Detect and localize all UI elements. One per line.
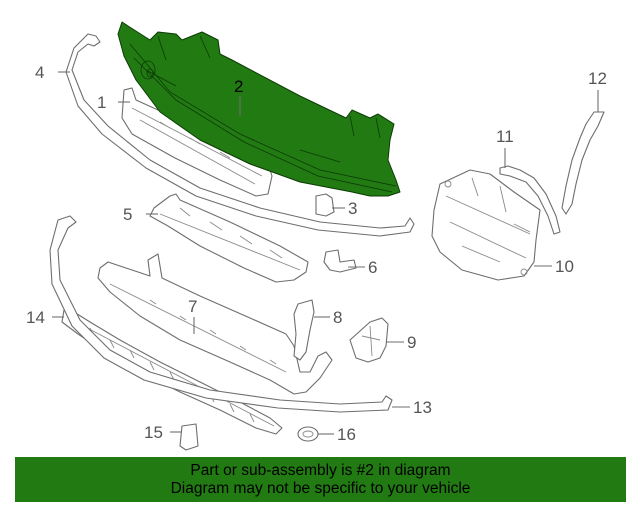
banner-line-2: Diagram may not be specific to your vehi… bbox=[170, 479, 471, 497]
part-5-deflector bbox=[149, 193, 309, 283]
part-10-bracket-assembly bbox=[431, 169, 541, 281]
part-2-shadow-lines bbox=[129, 35, 397, 193]
callout-14: 14 bbox=[26, 308, 45, 327]
part-6-bracket bbox=[323, 249, 357, 273]
callout-9: 9 bbox=[407, 333, 416, 352]
notice-banner: Part or sub-assembly is #2 in diagram Di… bbox=[15, 457, 626, 502]
callout-7: 7 bbox=[188, 297, 197, 316]
part-2-body bbox=[117, 21, 401, 197]
part-3-clip bbox=[315, 193, 335, 217]
part-16-grommet bbox=[297, 426, 319, 442]
part-11-strip bbox=[499, 165, 561, 235]
callout-16: 16 bbox=[337, 425, 356, 444]
leader-lines bbox=[52, 71, 599, 435]
part-4-upper-trim-strip bbox=[65, 33, 415, 237]
callout-15: 15 bbox=[144, 423, 163, 442]
callout-12: 12 bbox=[588, 69, 607, 88]
parts-diagram: 4 1 2 3 5 6 7 8 9 10 11 12 13 14 15 16 bbox=[26, 21, 607, 451]
part-15-clip bbox=[179, 423, 199, 451]
part-2-bumper-reinforcement bbox=[117, 21, 401, 197]
part-13-lower-trim bbox=[49, 215, 393, 413]
callout-1: 1 bbox=[97, 93, 106, 112]
banner-line-1: Part or sub-assembly is #2 in diagram bbox=[190, 461, 451, 479]
part-12-side-strip bbox=[561, 111, 605, 215]
callout-labels: 4 1 2 3 5 6 7 8 9 10 11 12 13 14 15 16 bbox=[26, 63, 607, 444]
part-9-side-bracket bbox=[349, 317, 389, 363]
callout-11: 11 bbox=[496, 127, 514, 146]
part-7-lower-support bbox=[97, 253, 333, 395]
callout-13: 13 bbox=[413, 398, 432, 417]
part-8-vertical-bracket bbox=[293, 299, 315, 361]
callout-4: 4 bbox=[35, 63, 44, 82]
callout-10: 10 bbox=[555, 257, 574, 276]
callout-8: 8 bbox=[333, 308, 342, 327]
callout-3: 3 bbox=[348, 199, 357, 218]
callout-6: 6 bbox=[368, 258, 377, 277]
callout-5: 5 bbox=[123, 205, 132, 224]
part-1-energy-absorber bbox=[121, 87, 273, 197]
callout-2: 2 bbox=[234, 77, 243, 96]
